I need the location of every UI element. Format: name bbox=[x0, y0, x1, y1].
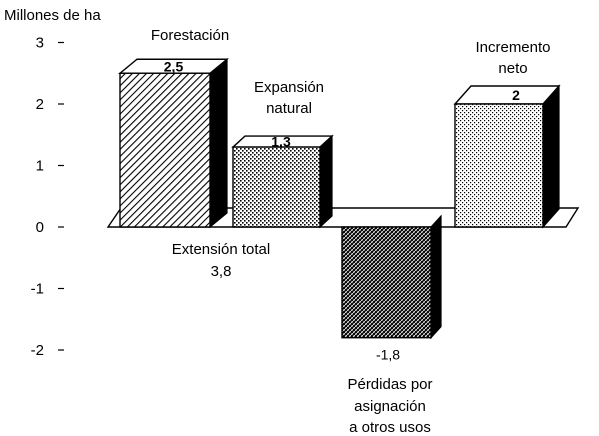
bar-category-label: neto bbox=[498, 60, 527, 77]
bar-side-face bbox=[430, 214, 442, 340]
bar-front-face bbox=[119, 72, 211, 228]
bar-2 bbox=[341, 214, 442, 340]
bar-top-face bbox=[453, 85, 561, 105]
bar-0 bbox=[118, 57, 229, 229]
labels-group: 2,5 Forestación 1,3 Expansión natural -1,8Pér… bbox=[151, 27, 551, 436]
bar-front-face bbox=[232, 146, 321, 228]
y-axis-ticks: 3 2 1 0 -1 -2 bbox=[31, 35, 64, 359]
bar-front-face bbox=[454, 103, 544, 228]
bar-category-label: Pérdidas por bbox=[347, 376, 432, 393]
bar-value-label: 2 bbox=[512, 87, 520, 103]
y-tick-label: -2 bbox=[31, 342, 44, 359]
bar-category-label: a otros usos bbox=[349, 419, 431, 436]
y-tick-label: -1 bbox=[31, 281, 44, 298]
y-tick-label: 1 bbox=[36, 158, 44, 175]
y-tick-label: 3 bbox=[36, 35, 44, 52]
bar-value-label: -1,8 bbox=[376, 347, 400, 363]
bar-side-face bbox=[319, 134, 333, 229]
y-axis-title: Millones de ha bbox=[4, 7, 101, 24]
annotation-total: Extensión total bbox=[172, 241, 270, 258]
bars-group bbox=[118, 57, 561, 340]
annotation-total: 3,8 bbox=[211, 263, 232, 280]
bar-side-face bbox=[542, 84, 560, 229]
bar-side-face bbox=[209, 57, 228, 229]
bar-1 bbox=[231, 134, 334, 229]
bar-front-face bbox=[341, 226, 432, 339]
bar-category-label: Incremento bbox=[475, 39, 550, 56]
y-tick-label: 2 bbox=[36, 96, 44, 113]
bar-category-label: Forestación bbox=[151, 27, 229, 44]
y-tick-label: 0 bbox=[36, 219, 44, 236]
bar-category-label: asignación bbox=[354, 398, 426, 415]
bar-value-label: 2,5 bbox=[164, 58, 184, 74]
bar-category-label: natural bbox=[266, 100, 312, 117]
bar-value-label: 1,3 bbox=[271, 134, 291, 150]
bar-3 bbox=[453, 84, 561, 229]
bar-category-label: Expansión bbox=[254, 79, 324, 96]
